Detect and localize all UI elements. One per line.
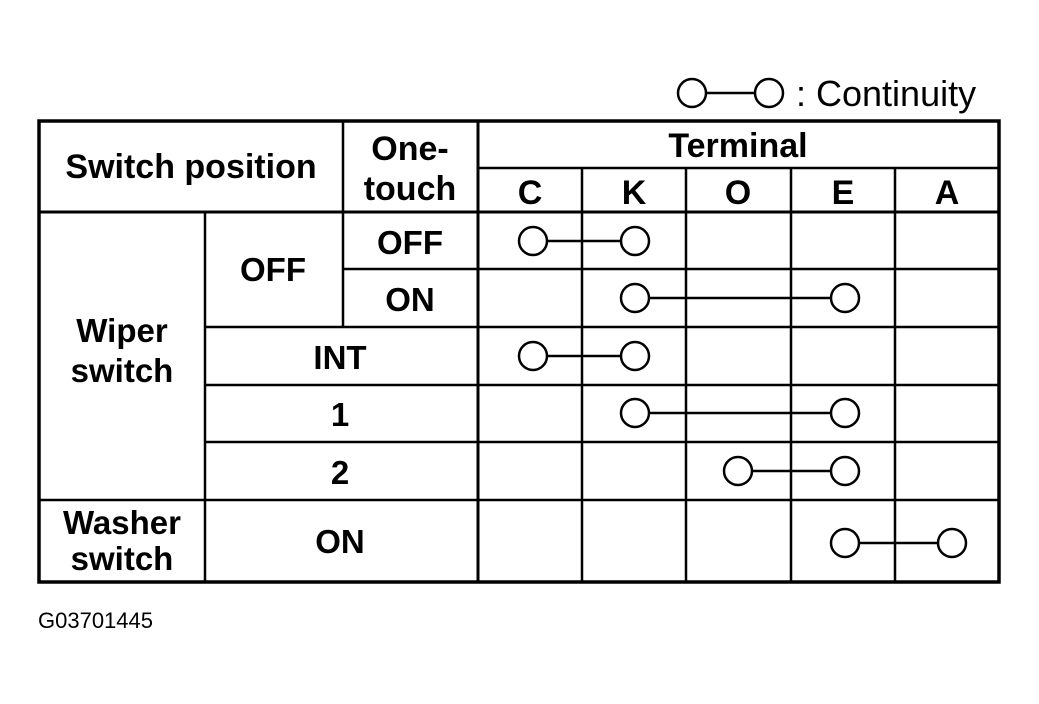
group-wiper-line1: Wiper <box>76 312 168 349</box>
position-2: 2 <box>331 454 349 491</box>
header-switch-position: Switch position <box>65 148 316 186</box>
continuity-terminal-c <box>517 225 549 257</box>
continuity-terminal-k <box>619 282 651 314</box>
table-border <box>37 119 1001 584</box>
legend-circle-right <box>753 77 785 109</box>
terminal-label-c: C <box>518 174 543 212</box>
table-grid <box>37 119 1001 584</box>
terminal-label-k: K <box>622 174 647 212</box>
row-labels: Wiper switch Washer switch OFF OFF ON IN… <box>63 224 443 577</box>
group-washer-line1: Washer <box>63 504 181 541</box>
continuity-terminal-k <box>619 340 651 372</box>
group-washer-line2: switch <box>71 540 174 577</box>
one-touch-on: ON <box>385 281 435 318</box>
group-wiper-line2: switch <box>71 352 174 389</box>
legend-label: : Continuity <box>796 73 976 114</box>
table-header: Switch position One- touch Terminal C K … <box>65 127 959 212</box>
header-one-touch-line1: One- <box>371 130 448 168</box>
continuity-terminal-o <box>722 455 754 487</box>
continuity-terminal-e <box>829 527 861 559</box>
continuity-terminal-k <box>619 225 651 257</box>
one-touch-off: OFF <box>377 224 443 261</box>
position-washer-on: ON <box>315 523 365 560</box>
terminal-label-a: A <box>935 174 960 212</box>
position-1: 1 <box>331 396 349 433</box>
continuity-marks <box>517 225 968 559</box>
continuity-terminal-a <box>936 527 968 559</box>
continuity-terminal-e <box>829 397 861 429</box>
legend-circle-left <box>676 77 708 109</box>
continuity-terminal-e <box>829 282 861 314</box>
figure-code: G03701445 <box>38 608 153 633</box>
position-int: INT <box>313 339 366 376</box>
continuity-terminal-k <box>619 397 651 429</box>
header-terminal: Terminal <box>668 127 807 165</box>
continuity-terminal-e <box>829 455 861 487</box>
continuity-terminal-c <box>517 340 549 372</box>
terminal-label-e: E <box>832 174 855 212</box>
legend: : Continuity <box>676 73 976 114</box>
position-off: OFF <box>240 251 306 288</box>
terminal-label-o: O <box>725 174 751 212</box>
header-one-touch-line2: touch <box>364 170 457 208</box>
